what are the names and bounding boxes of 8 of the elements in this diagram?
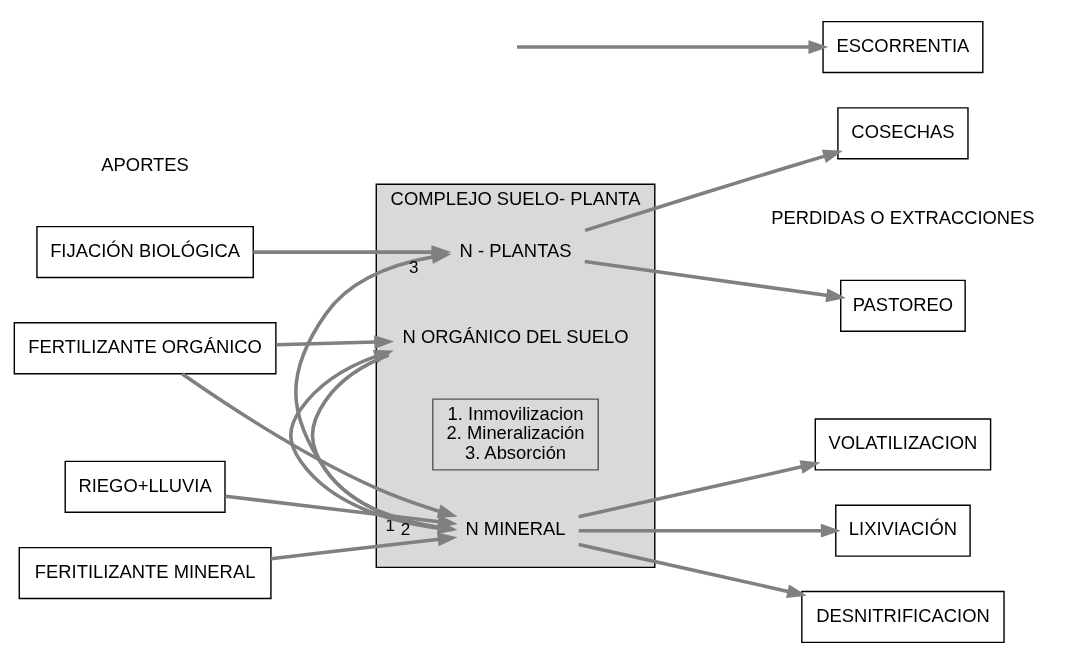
edge-label: 2 [400,519,411,539]
label: PERDIDAS O EXTRACCIONES [771,206,1035,228]
node-text: N - PLANTAS [459,239,572,261]
edge-label: 3 [408,257,419,277]
edge-label: 1 [385,515,395,535]
label: APORTES [101,153,189,175]
node-text: N ORGÁNICO DEL SUELO [402,325,629,347]
node-text: N MINERAL [465,517,566,539]
